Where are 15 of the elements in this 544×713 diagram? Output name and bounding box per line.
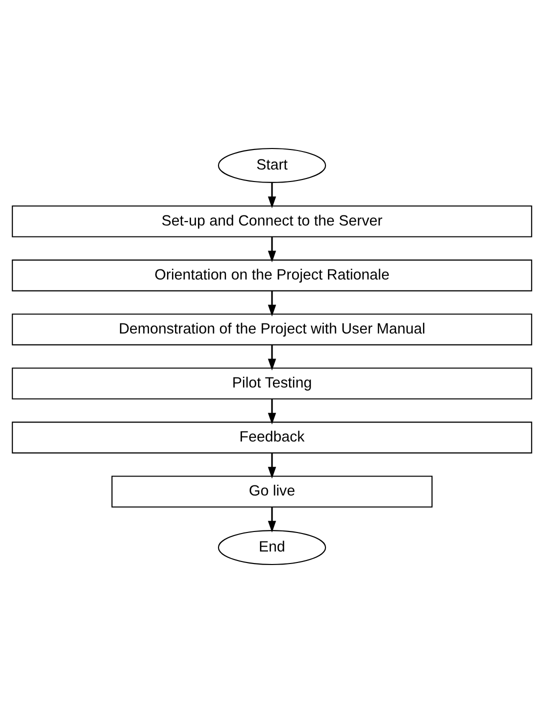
arrow — [268, 345, 276, 370]
node-box: Demonstration of the Project with User Manual — [12, 314, 532, 346]
node-ellipse: Start — [218, 148, 326, 183]
node-box: Pilot Testing — [12, 368, 532, 400]
arrow — [268, 453, 276, 479]
arrow — [268, 236, 276, 262]
arrow — [268, 290, 276, 316]
arrow — [268, 507, 276, 533]
node-box: Set-up and Connect to the Server — [12, 205, 532, 238]
node-box: Feedback — [12, 422, 532, 454]
arrow — [268, 399, 276, 425]
node-box: Go live — [111, 476, 433, 508]
node-box: Orientation on the Project Rationale — [12, 260, 532, 292]
arrow — [268, 182, 276, 208]
node-ellipse: End — [218, 530, 326, 566]
